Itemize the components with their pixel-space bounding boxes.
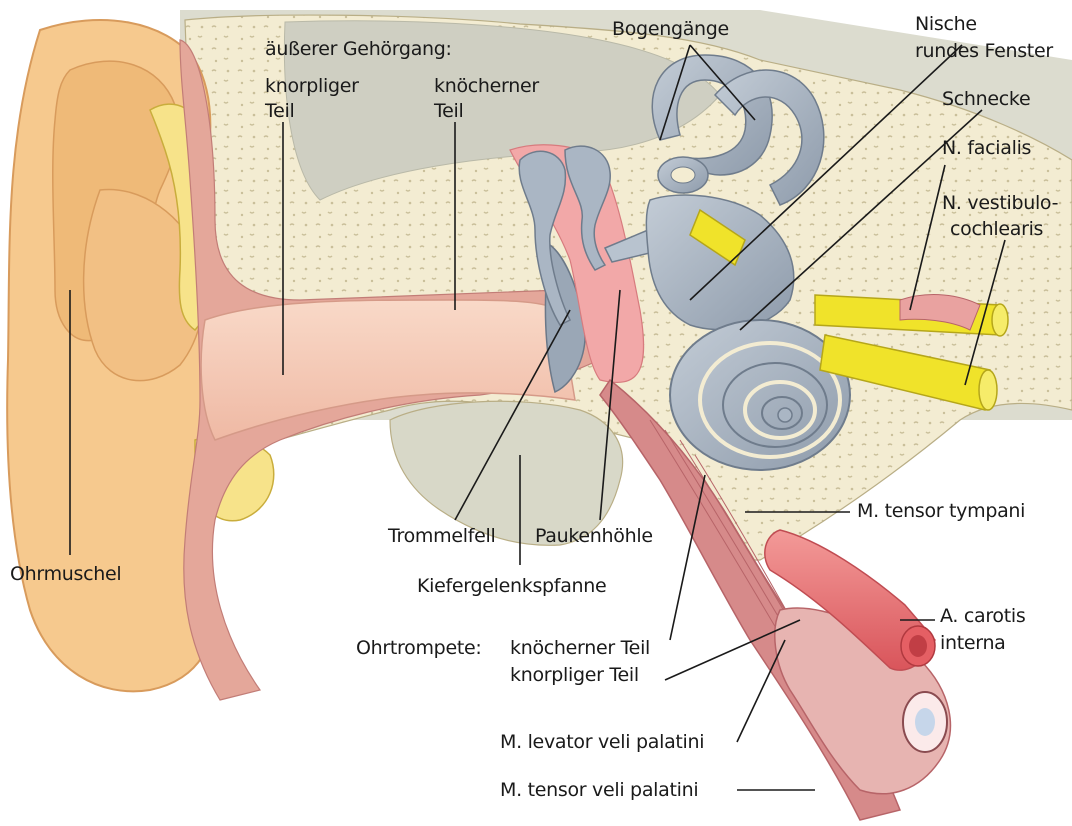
tube-lumen [915, 708, 935, 736]
label-schnecke: Schnecke [942, 88, 1030, 111]
label-kiefergelenkspfanne: Kiefergelenkspfanne [417, 575, 606, 598]
label-ohrmuschel: Ohrmuschel [10, 563, 121, 586]
label-a-carotis-2: interna [940, 632, 1006, 655]
carotid-lumen [909, 635, 927, 657]
label-m-levator: M. levator veli palatini [500, 731, 704, 754]
label-nische-2: rundes Fenster [915, 40, 1053, 63]
label-m-tensor-tympani: M. tensor tympani [857, 500, 1025, 523]
label-knoecherner-teil-2: Teil [434, 100, 463, 123]
label-gehoergang: äußerer Gehörgang: [265, 38, 452, 61]
label-n-vestibulo-2: cochlearis [950, 218, 1043, 241]
label-n-facialis: N. facialis [942, 137, 1031, 160]
label-nische-1: Nische [915, 13, 977, 36]
label-ohrtrompete-knorplig: knorpliger Teil [510, 664, 639, 687]
label-ohrtrompete: Ohrtrompete: [356, 637, 481, 660]
label-knorpliger-teil-1: knorpliger [265, 75, 359, 98]
cochlea [670, 320, 850, 470]
label-paukenhoehle: Paukenhöhle [535, 525, 653, 548]
label-n-vestibulo-1: N. vestibulo- [942, 192, 1058, 215]
label-knorpliger-teil-2: Teil [265, 100, 294, 123]
label-trommelfell: Trommelfell [388, 525, 495, 548]
label-ohrtrompete-knoechern: knöcherner Teil [510, 637, 650, 660]
label-a-carotis-1: A. carotis [940, 605, 1025, 628]
label-m-tensor-veli: M. tensor veli palatini [500, 779, 698, 802]
label-bogengaenge: Bogengänge [612, 18, 729, 41]
label-knoecherner-teil-1: knöcherner [434, 75, 539, 98]
mandibular-fossa [390, 401, 623, 545]
